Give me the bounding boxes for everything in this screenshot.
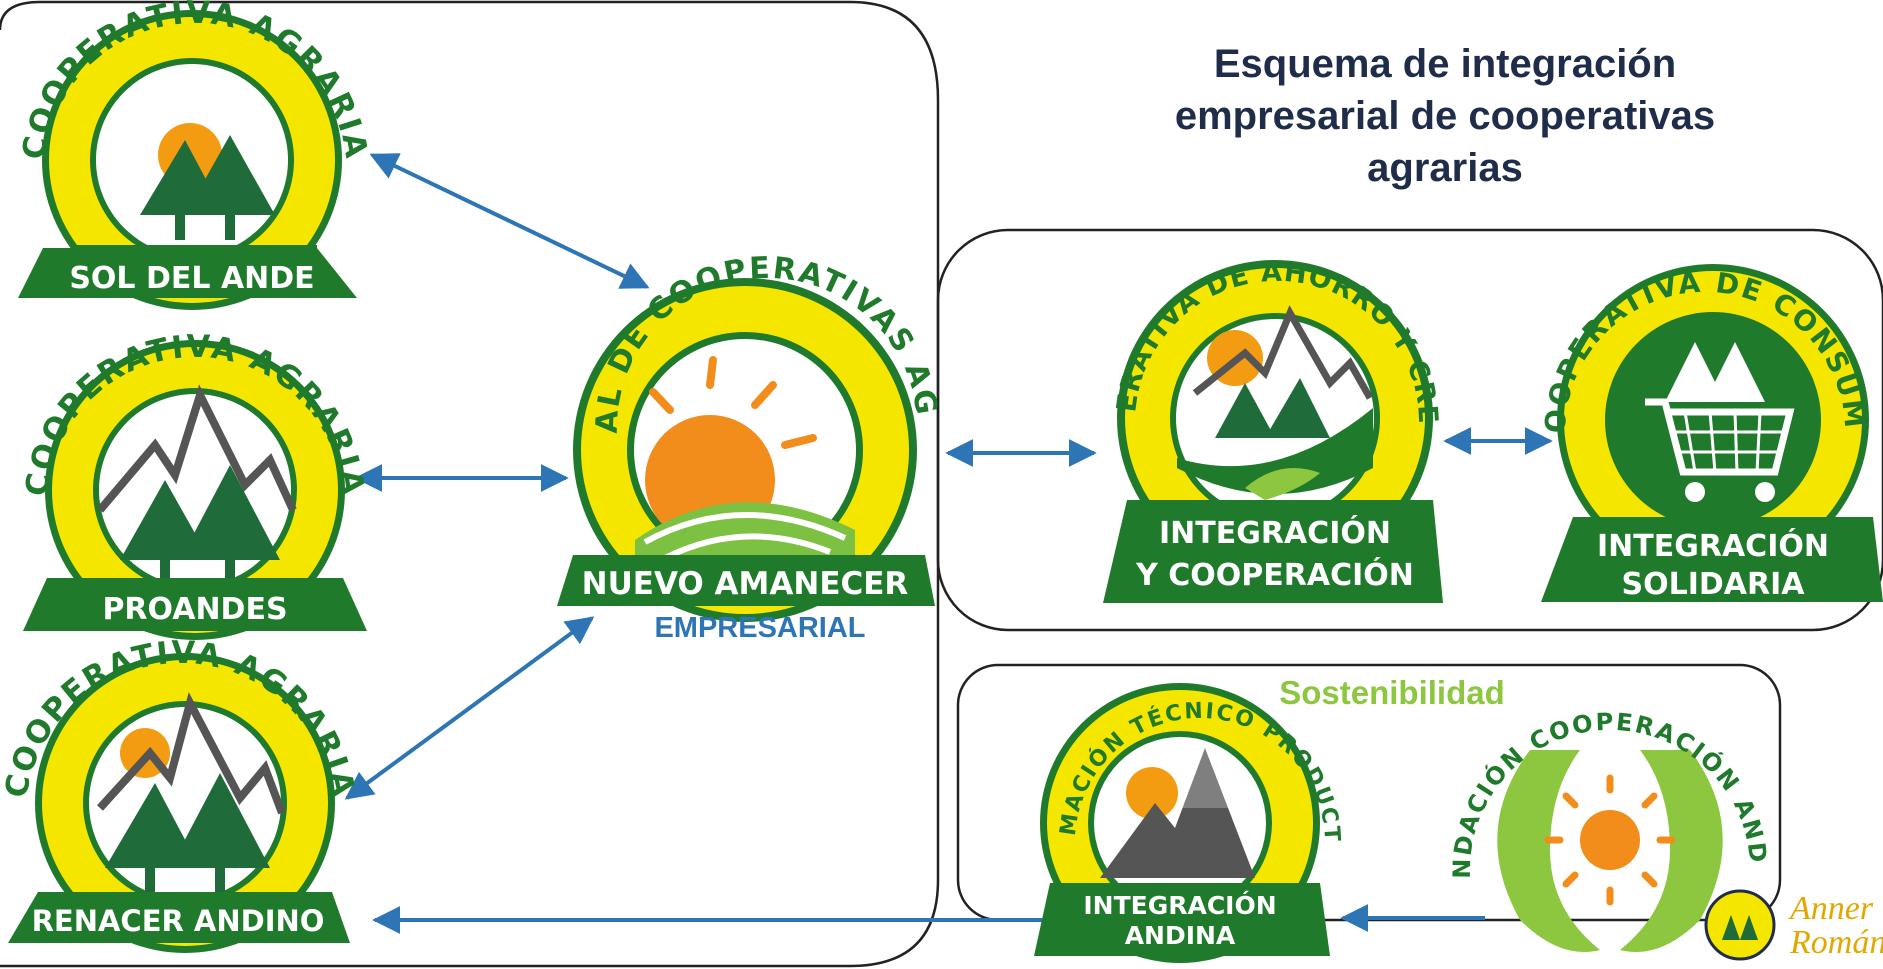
logo-nuevo-amanecer: CENTRAL DE COOPERATIVAS AGRARIAS NUEVO A… xyxy=(557,251,942,622)
signature-badge-icon xyxy=(1704,889,1776,961)
banner-consumo-line2: SOLIDARIA xyxy=(1622,567,1806,602)
logo-ahorro-credito: COOPERATIVA DE AHORRO Y CREDITO INTEGRAC… xyxy=(1103,234,1443,603)
hands-sun-icon xyxy=(1497,750,1723,952)
sostenibilidad-label: Sostenibilidad xyxy=(1279,674,1505,711)
banner-formacion-line1: INTEGRACIÓN xyxy=(1083,890,1276,920)
logo-consumo: COOPERATIVA DE CONSUMO INTEGRACIÓN SOLID… xyxy=(1538,236,1883,602)
title-line-1: Esquema de integración xyxy=(1213,42,1677,86)
right-top-frame xyxy=(936,228,1883,632)
left-group-frame xyxy=(0,0,940,968)
banner-sol-del-ande: SOL DEL ANDE xyxy=(69,261,314,296)
author-signature: Anner Román xyxy=(1790,892,1883,960)
logo-formacion: FORMACIÓN TÉCNICO PRODUCTIVO INTEGRACIÓN… xyxy=(1030,659,1342,963)
handshake-mountains-icon xyxy=(1177,305,1374,500)
banner-consumo-line1: INTEGRACIÓN xyxy=(1597,527,1829,564)
sun-trees-icon xyxy=(140,123,275,240)
mountain-trees-icon xyxy=(96,384,297,585)
sunrise-field-icon xyxy=(635,356,855,570)
diagram-title: Esquema de integración empresarial de co… xyxy=(1105,38,1785,194)
title-line-2: empresarial de cooperativas xyxy=(1174,94,1716,138)
signature-line-2: Román xyxy=(1790,924,1883,961)
banner-ahorro-line1: INTEGRACIÓN xyxy=(1159,514,1391,551)
empresarial-label: EMPRESARIAL xyxy=(654,612,866,644)
sun-mountain-icon xyxy=(1100,748,1255,878)
banner-proandes: PROANDES xyxy=(102,592,287,627)
banner-renacer-andino: RENACER ANDINO xyxy=(32,904,325,938)
logo-renacer-andino: COOPERATIVA AGRARIA RENACER ANDINO xyxy=(0,635,360,953)
arrow-sol-nuevo xyxy=(369,153,650,289)
logo-sol-del-ande: COOPERATIVA AGRARIA SOL DEL ANDE xyxy=(16,0,372,310)
banner-formacion-line2: ANDINA xyxy=(1125,921,1236,950)
sun-mountain-trees-icon xyxy=(97,692,286,893)
title-line-3: agrarias xyxy=(1367,146,1523,190)
banner-nuevo-amanecer: NUEVO AMANECER xyxy=(582,566,909,602)
logo-proandes: COOPERATIVA AGRARIA PROANDES xyxy=(19,329,369,640)
shopping-cart-icon xyxy=(1645,342,1795,502)
banner-ahorro-line2: Y COOPERACIÓN xyxy=(1135,556,1414,593)
arrow-renacer-nuevo xyxy=(344,616,595,800)
signature-line-1: Anner xyxy=(1790,890,1874,927)
